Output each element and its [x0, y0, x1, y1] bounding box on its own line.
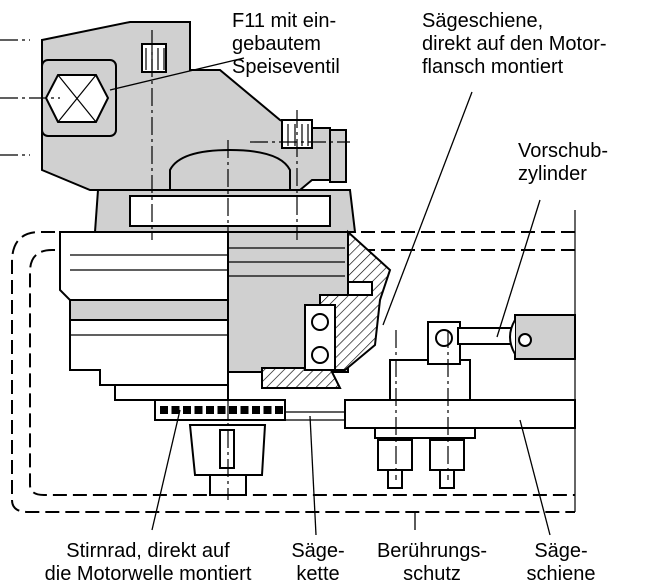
- sprocket-tooth: [217, 406, 226, 414]
- motor-section: [227, 229, 392, 389]
- sprocket-tooth: [275, 406, 283, 414]
- center-lines: [0, 30, 449, 500]
- label-vorschubzylinder: Vorschub- zylinder: [518, 140, 609, 185]
- label-f11: F11 mit ein- gebautem Speiseventil: [232, 10, 340, 78]
- sprocket-tooth: [240, 406, 249, 414]
- sprocket-tooth: [171, 406, 180, 414]
- motor-housing: [59, 231, 231, 401]
- guard-outline: [11, 210, 576, 513]
- sprocket-tooth: [263, 406, 272, 414]
- label-stirnrad: Stirnrad, direkt auf die Motorwelle mont…: [44, 540, 252, 585]
- saw-bar: [285, 399, 576, 489]
- sprocket-tooth: [229, 406, 237, 414]
- sprocket-tooth: [206, 406, 214, 414]
- sprocket-tooth: [160, 406, 168, 414]
- label-saegeschiene-bottom: Säge- schiene: [526, 540, 596, 585]
- label-saegeschiene-top: Sägeschiene, direkt auf den Motor- flans…: [422, 10, 607, 78]
- feed-cylinder: [389, 314, 576, 401]
- sprocket-tooth: [194, 406, 203, 414]
- motor-flange: [93, 189, 357, 233]
- sprocket-tooth: [252, 406, 260, 414]
- sprocket-tooth: [183, 406, 191, 414]
- label-beruehrungsschutz: Berührungs- schutz: [376, 540, 488, 585]
- sprocket: [154, 399, 286, 496]
- leader-lines: [109, 57, 551, 536]
- label-saegekette: Säge- kette: [291, 540, 345, 585]
